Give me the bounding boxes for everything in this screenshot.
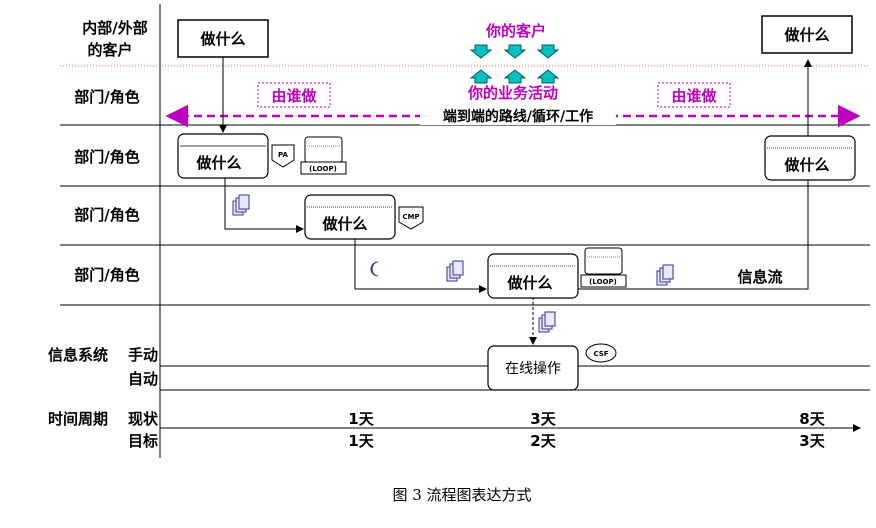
document-stack-icon-1 [232, 194, 250, 216]
label-period: 时间周期 [48, 410, 108, 428]
down-arrow-icons [469, 44, 560, 59]
csf-text: CSF [593, 350, 608, 358]
csf-icon: CSF [585, 343, 617, 363]
label-lane-3: 部门/角色 [74, 206, 139, 224]
process-box-1: 做什么 [177, 133, 269, 179]
figure-caption: 图 3 流程图表达方式 [392, 486, 531, 504]
label-system: 信息系统 [48, 346, 108, 364]
document-stack-icon-3 [656, 264, 674, 286]
label-lane-2: 部门/角色 [74, 148, 139, 166]
your-customer-label: 你的客户 [485, 22, 546, 40]
loop-icon-1-text: (LOOP) [309, 165, 337, 173]
customer-box-right-label: 做什么 [783, 26, 829, 44]
process-box-2-label: 做什么 [321, 215, 367, 233]
process-box-3: 做什么 [487, 253, 579, 299]
time-current-3: 8天 [799, 410, 825, 428]
process-box-3-label: 做什么 [506, 274, 552, 292]
label-current: 现状 [128, 410, 159, 428]
online-operation-label: 在线操作 [505, 361, 561, 377]
loop-icon-2: (LOOP) [580, 247, 627, 288]
your-activity-label: 你的业务活动 [467, 84, 558, 102]
pa-tag-text: PA [278, 151, 288, 159]
label-customer-2: 的客户 [87, 41, 132, 59]
up-arrow-icons [469, 69, 560, 84]
label-target: 目标 [128, 432, 158, 450]
process-box-4-label: 做什么 [783, 156, 829, 174]
process-box-1-label: 做什么 [195, 154, 241, 172]
process-box-4: 做什么 [764, 135, 856, 181]
label-lane-4: 部门/角色 [74, 266, 139, 284]
cmp-tag-text: CMP [402, 213, 419, 221]
time-target-3: 3天 [799, 432, 825, 450]
grid-lines [60, 4, 870, 458]
pa-tag-icon: PA [271, 144, 295, 168]
label-manual: 手动 [128, 346, 158, 364]
by-who-right: 由谁做 [671, 87, 717, 105]
phone-icon [370, 261, 379, 277]
loop-icon-1: (LOOP) [300, 136, 347, 175]
time-current-1: 1天 [348, 410, 374, 428]
cmp-tag-icon: CMP [398, 206, 424, 230]
end-to-end-bg [420, 107, 616, 125]
label-auto: 自动 [128, 370, 158, 388]
time-target-2: 2天 [530, 432, 556, 450]
customer-box-left [177, 19, 269, 58]
document-stack-icon-4 [538, 311, 556, 333]
document-stack-icon-2 [446, 260, 464, 282]
loop-icon-2-text: (LOOP) [589, 278, 617, 286]
customer-box-left-label: 做什么 [199, 30, 245, 48]
by-who-left: 由谁做 [271, 87, 317, 105]
end-to-end-label: 端到端的路线/循环/工作 [443, 108, 593, 125]
online-operation-box [487, 345, 579, 391]
info-flow-label: 信息流 [737, 268, 782, 286]
process-box-2: 做什么 [304, 194, 396, 240]
label-lane-1: 部门/角色 [74, 88, 139, 106]
time-target-1: 1天 [348, 432, 374, 450]
label-customer-1: 内部/外部 [82, 19, 147, 37]
time-current-2: 3天 [530, 410, 556, 428]
customer-box-right [761, 15, 853, 54]
